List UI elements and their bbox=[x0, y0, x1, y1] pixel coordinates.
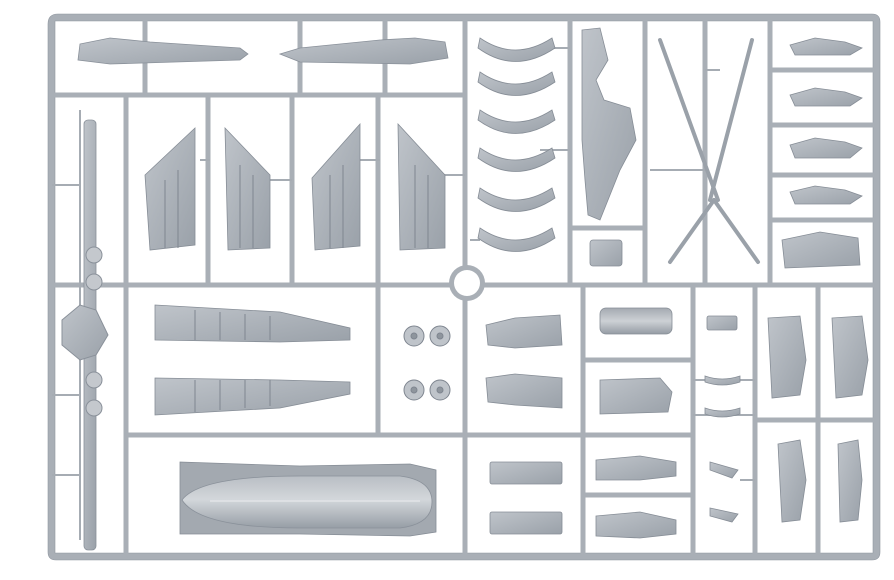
gear-strut-parts bbox=[658, 38, 760, 264]
ejector-ring bbox=[449, 265, 485, 301]
flap-parts bbox=[144, 122, 446, 251]
wing-panel-parts bbox=[154, 304, 351, 416]
long-upper-parts bbox=[77, 37, 449, 65]
box-part bbox=[599, 377, 673, 415]
wheel-parts bbox=[403, 325, 451, 401]
flap-ribs bbox=[164, 165, 429, 248]
sprue-frame bbox=[47, 13, 881, 561]
gear-door-parts bbox=[767, 315, 869, 523]
bulkhead-part bbox=[581, 27, 637, 267]
curved-frame-parts bbox=[477, 37, 556, 252]
nacelle-parts bbox=[485, 314, 563, 409]
wing-panel-ribs bbox=[194, 310, 271, 412]
cylinder-part bbox=[599, 307, 673, 335]
small-right-parts bbox=[781, 37, 863, 269]
lower-middle-parts bbox=[489, 455, 677, 539]
left-strut-part bbox=[61, 119, 109, 551]
fuselage-part bbox=[179, 461, 437, 537]
fitting-parts bbox=[704, 315, 741, 523]
